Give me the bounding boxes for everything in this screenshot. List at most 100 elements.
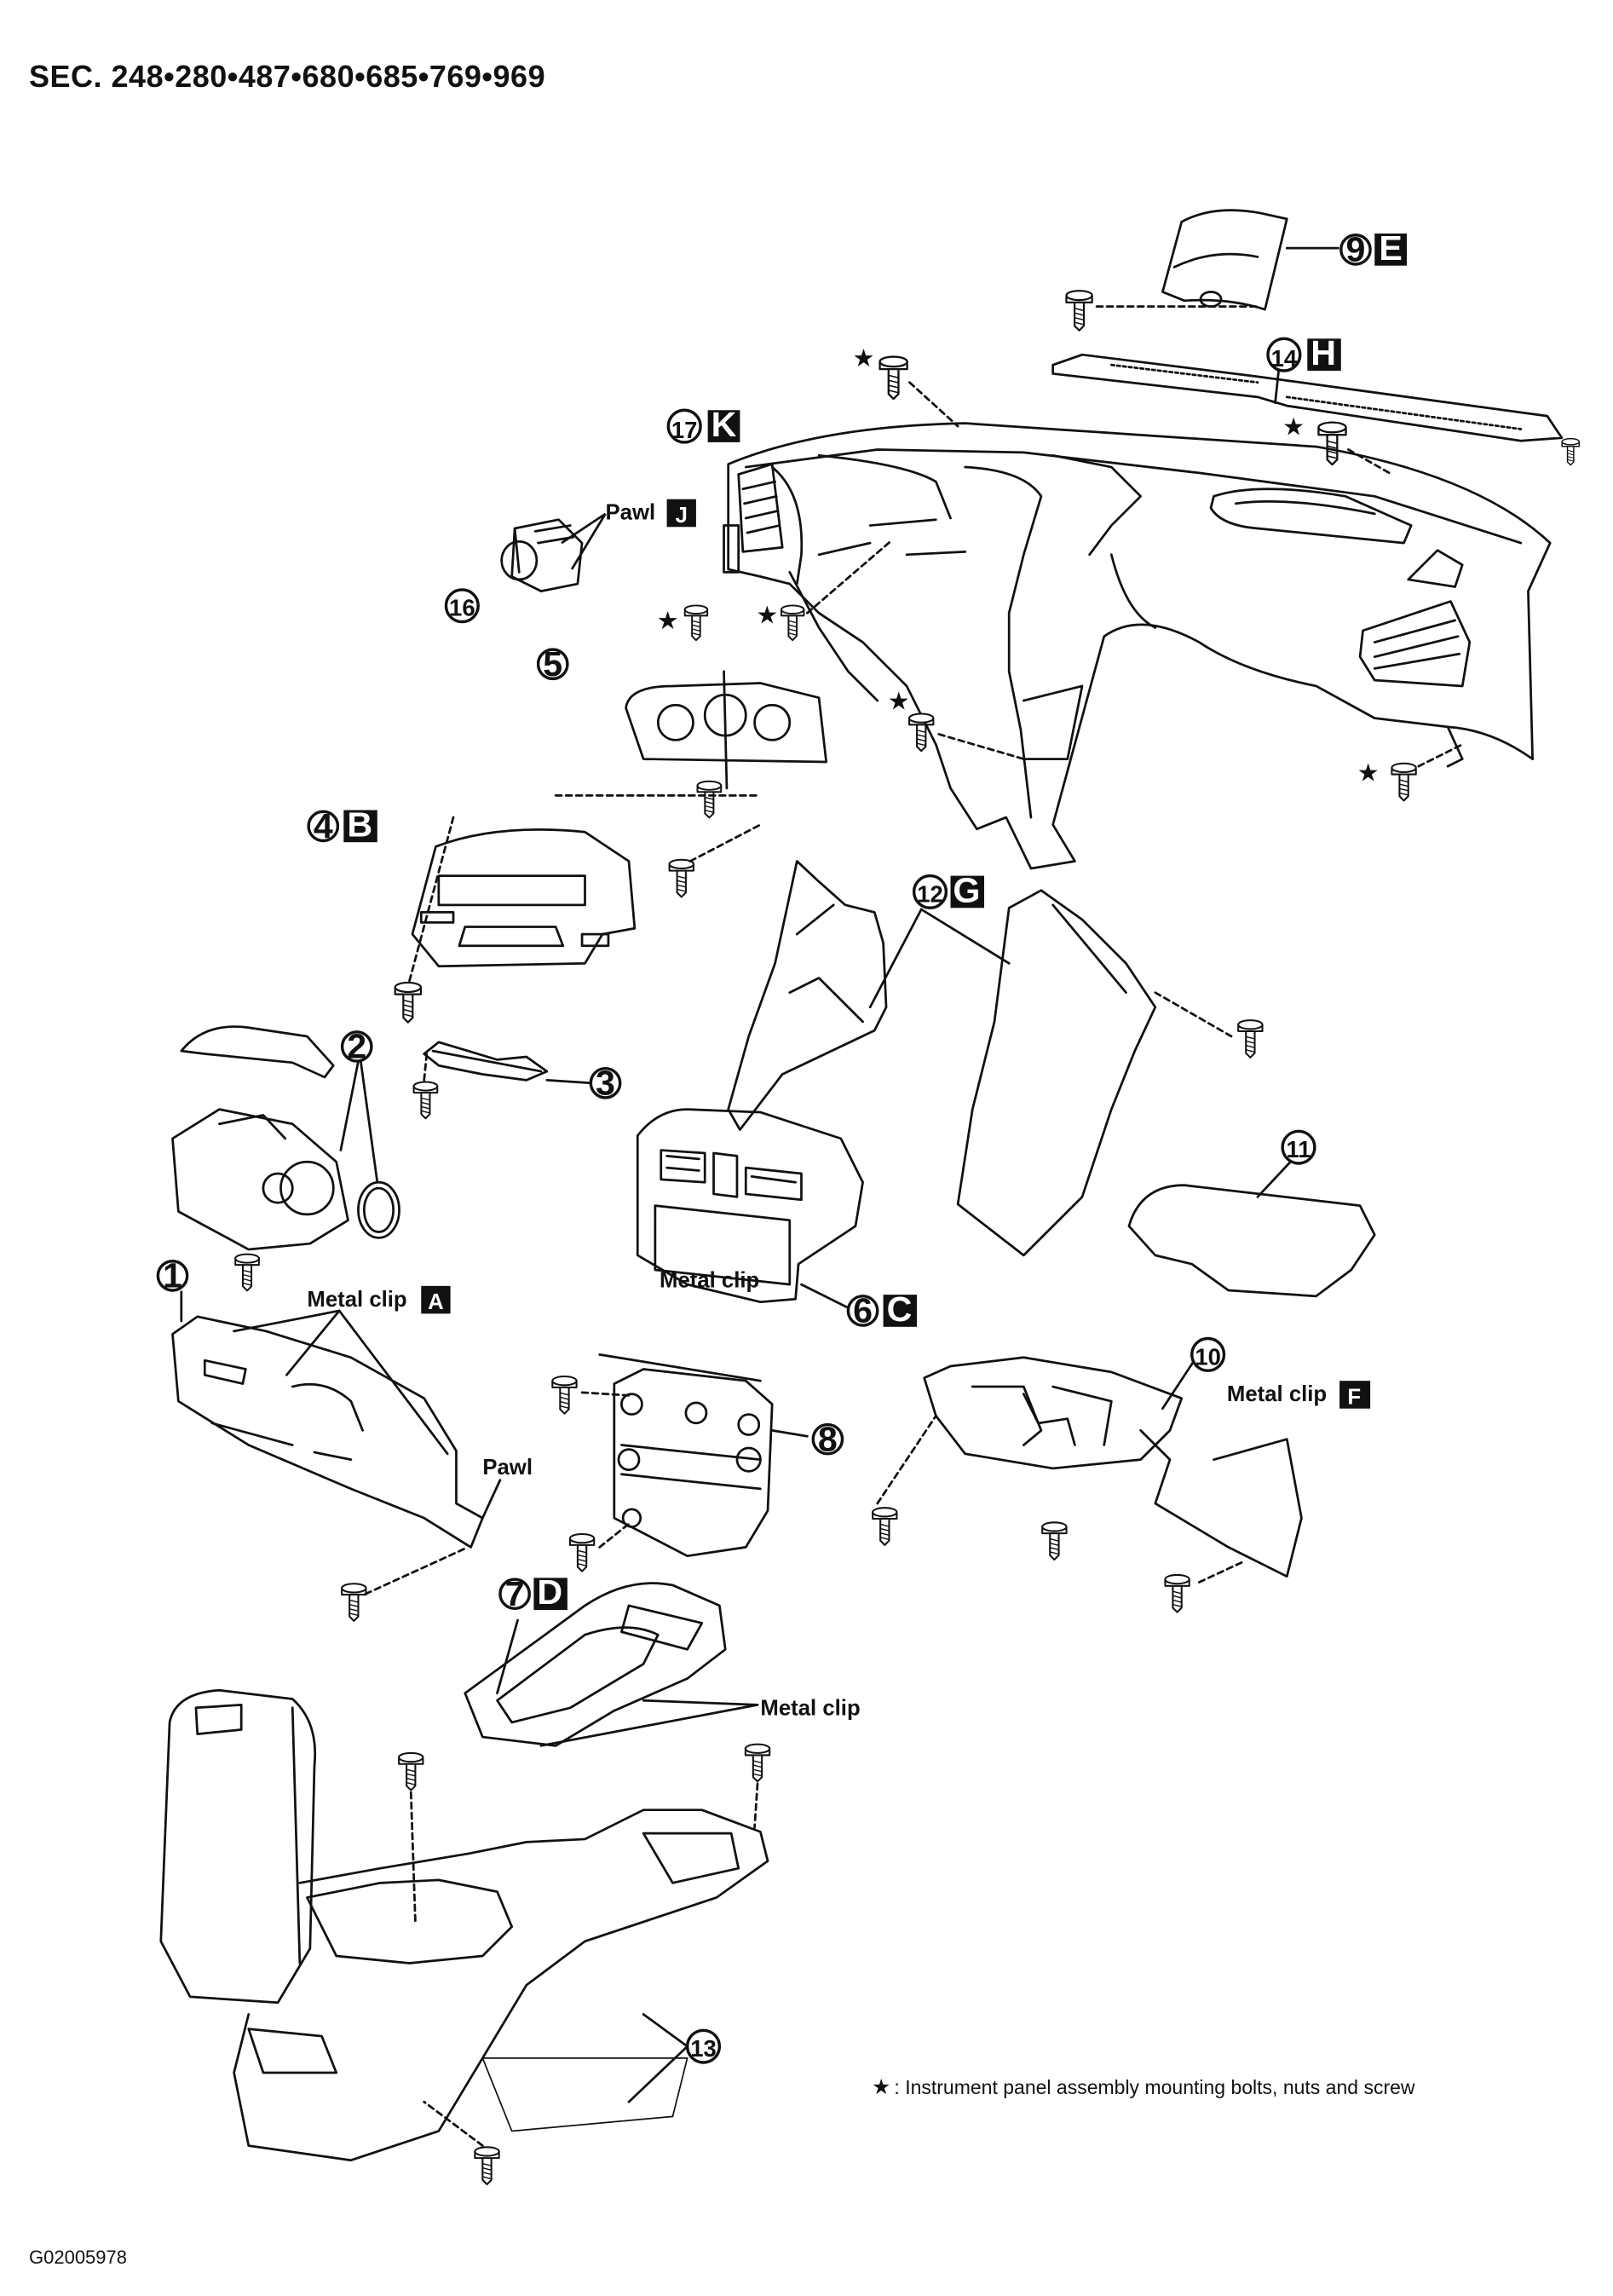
callout-10: 10	[1190, 1336, 1226, 1372]
legend-star-icon: ★	[872, 2075, 891, 2099]
svg-text:9: 9	[1345, 230, 1365, 269]
screw	[341, 1583, 367, 1622]
svg-text:11: 11	[1286, 1136, 1311, 1162]
callout-17: 17 K	[666, 405, 740, 444]
bolt	[879, 355, 908, 401]
screw	[1164, 1573, 1190, 1613]
stars: ★ ★ ★ ★ ★ ★	[657, 345, 1380, 787]
part-3-bracket	[412, 1041, 592, 1120]
label-metal-clip-f: Metal clip	[1227, 1382, 1327, 1406]
part-6-center-cluster	[636, 1108, 864, 1309]
figure-code: G02005978	[29, 2247, 127, 2268]
screw	[412, 1081, 439, 1120]
part-16-switch	[500, 518, 584, 592]
callout-3: 3	[589, 1064, 622, 1103]
callout-14: 14 H	[1266, 333, 1341, 372]
part-10-glove-box	[871, 1356, 1303, 1613]
labels: Pawl J Metal clip A Pawl Metal clip Meta…	[307, 499, 1371, 1720]
callout-5: 5	[536, 644, 569, 684]
svg-text:J: J	[676, 504, 688, 528]
callout-8: 8	[811, 1419, 844, 1458]
nut	[683, 604, 709, 642]
screw	[551, 1375, 578, 1415]
legend: ★: Instrument panel assembly mounting bo…	[872, 2074, 1415, 2100]
callout-16: 16	[444, 588, 480, 624]
svg-text:8: 8	[818, 1419, 838, 1458]
part-9-cover	[1065, 209, 1339, 332]
screw	[568, 1532, 596, 1572]
part-5-meter	[554, 670, 828, 819]
svg-text:K: K	[711, 405, 737, 444]
svg-text:F: F	[1347, 1386, 1361, 1410]
bolt	[1065, 290, 1093, 332]
callout-2: 2	[340, 1027, 373, 1066]
instrument-panel	[683, 422, 1552, 870]
label-metal-clip-7: Metal clip	[760, 1696, 860, 1720]
callout-1: 1	[156, 1256, 189, 1295]
svg-text:7: 7	[505, 1574, 525, 1613]
part-13-console	[159, 1688, 771, 2186]
screw	[1041, 1521, 1068, 1561]
screw	[474, 2146, 500, 2186]
bolt	[1317, 421, 1347, 466]
svg-text:★: ★	[1357, 759, 1380, 787]
svg-text:3: 3	[596, 1064, 615, 1103]
callouts: 9 E 14 H 17 K 16 5 4 B 12 G 2 3 11 1 6 C…	[156, 228, 1408, 2064]
label-metal-clip-a: Metal clip	[307, 1288, 406, 1312]
screw	[668, 858, 695, 898]
label-pawl-j: Pawl	[606, 501, 656, 525]
callout-11: 11	[1281, 1129, 1316, 1165]
svg-text:5: 5	[543, 644, 562, 684]
svg-text:2: 2	[347, 1027, 366, 1066]
svg-text:1: 1	[163, 1256, 182, 1295]
clip-bolt	[1561, 437, 1581, 466]
screw	[1237, 1018, 1264, 1059]
part-2-column-cover	[171, 1025, 400, 1292]
svg-text:E: E	[1379, 228, 1402, 268]
svg-text:D: D	[537, 1572, 562, 1612]
svg-text:B: B	[347, 805, 372, 844]
svg-text:★: ★	[888, 688, 910, 715]
svg-text:4: 4	[314, 806, 333, 845]
nut	[1391, 762, 1417, 802]
callout-9: 9 E	[1339, 228, 1408, 269]
label-metal-clip-6: Metal clip	[660, 1269, 759, 1293]
svg-text:17: 17	[671, 417, 698, 443]
screw	[744, 1743, 771, 1783]
svg-text:★: ★	[657, 608, 679, 635]
callout-7: 7 D	[498, 1572, 567, 1613]
nut	[780, 604, 805, 642]
svg-text:16: 16	[449, 595, 475, 621]
part-1-lower-panel	[171, 1290, 502, 1622]
svg-text:C: C	[887, 1289, 913, 1329]
svg-text:13: 13	[690, 2035, 717, 2062]
screw	[696, 780, 723, 819]
part-7-console-finisher	[464, 1582, 759, 1747]
section-title: SEC. 248•280•487•680•685•769•969	[29, 59, 546, 94]
svg-text:A: A	[428, 1290, 444, 1314]
part-14-defroster-grille	[1051, 353, 1581, 466]
svg-text:12: 12	[917, 880, 943, 907]
screw	[871, 1506, 898, 1547]
svg-text:G: G	[953, 870, 980, 909]
part-4-cluster-lid	[394, 816, 762, 1024]
svg-text:H: H	[1311, 333, 1336, 372]
part-12-side-panels	[727, 860, 1264, 1257]
screw	[394, 981, 423, 1024]
callout-6: 6 C	[846, 1289, 918, 1330]
part-11-lid	[1127, 1151, 1376, 1298]
svg-text:14: 14	[1271, 345, 1298, 372]
screw	[397, 1751, 424, 1791]
legend-text: : Instrument panel assembly mounting bol…	[894, 2076, 1415, 2098]
callout-12: 12 G	[912, 870, 985, 909]
svg-text:6: 6	[853, 1291, 873, 1330]
callout-4: 4 B	[307, 805, 377, 845]
screw	[234, 1253, 260, 1292]
svg-text:★: ★	[1282, 413, 1305, 441]
part-8-audio-unit	[551, 1353, 809, 1572]
callout-13: 13	[685, 2028, 722, 2064]
label-pawl-1: Pawl	[482, 1456, 533, 1480]
svg-text:★: ★	[853, 345, 875, 372]
svg-text:★: ★	[756, 602, 778, 629]
